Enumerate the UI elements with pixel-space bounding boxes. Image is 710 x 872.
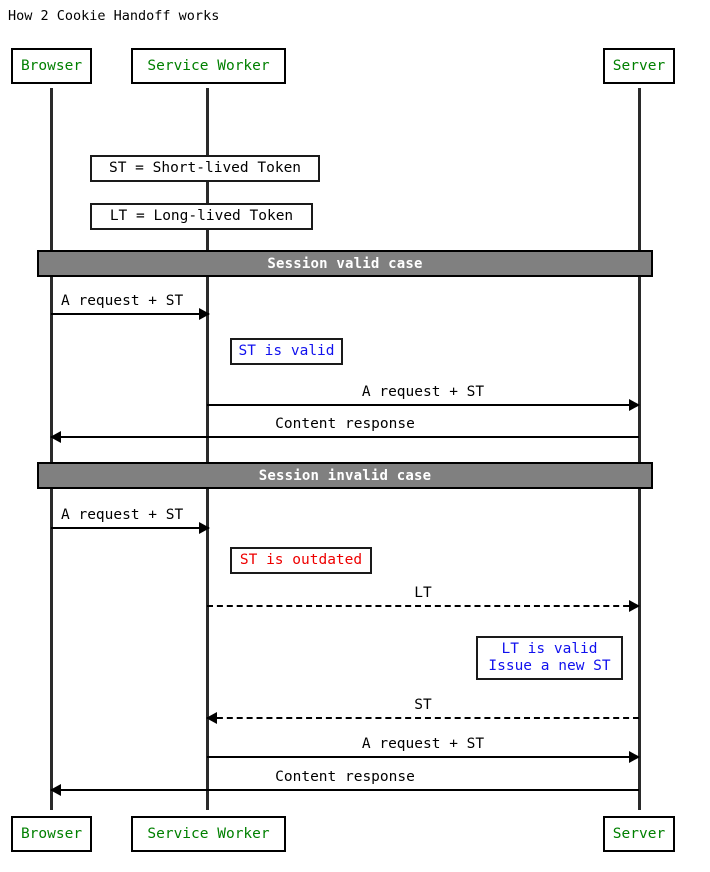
note-line: ST is valid — [238, 342, 335, 359]
arrowhead-left-icon — [50, 431, 61, 443]
section-divider-label: Session valid case — [267, 255, 423, 272]
message-line — [207, 404, 639, 406]
message-label: A request + ST — [61, 293, 184, 309]
message-line — [207, 717, 639, 719]
message-line — [51, 436, 639, 438]
message-line — [51, 313, 209, 315]
participant-service-worker-top[interactable]: Service Worker — [131, 48, 286, 84]
note-line: ST is outdated — [239, 551, 363, 568]
message-label: A request + ST — [361, 384, 485, 400]
note-line: ST = Short-lived Token — [108, 159, 302, 176]
message-label: Content response — [275, 416, 415, 432]
note-line-1: LT is valid — [501, 640, 598, 657]
participant-label: Server — [612, 826, 666, 842]
note-line: LT = Long-lived Token — [109, 207, 294, 224]
note-st-definition: ST = Short-lived Token — [90, 155, 320, 182]
lifeline-service-worker — [206, 88, 209, 810]
message-label: LT — [414, 585, 432, 601]
participant-browser-bottom[interactable]: Browser — [11, 816, 92, 852]
arrowhead-right-icon — [629, 600, 640, 612]
note-st-is-valid: ST is valid — [230, 338, 343, 365]
participant-label: Service Worker — [147, 826, 270, 842]
participant-label: Service Worker — [147, 58, 270, 74]
participant-label: Server — [612, 58, 666, 74]
note-lt-definition: LT = Long-lived Token — [90, 203, 313, 230]
participant-label: Browser — [20, 58, 83, 74]
page-title: How 2 Cookie Handoff works — [8, 8, 220, 24]
arrowhead-right-icon — [629, 751, 640, 763]
section-divider-session-invalid: Session invalid case — [37, 462, 653, 489]
message-label: Content response — [275, 769, 415, 785]
note-st-is-outdated: ST is outdated — [230, 547, 372, 574]
message-label: A request + ST — [61, 507, 184, 523]
note-lt-is-valid-issue-new-st: LT is valid Issue a new ST — [476, 636, 623, 680]
section-divider-label: Session invalid case — [258, 467, 432, 484]
message-label: ST — [414, 697, 432, 713]
section-divider-session-valid: Session valid case — [37, 250, 653, 277]
message-line — [51, 527, 209, 529]
participant-server-bottom[interactable]: Server — [603, 816, 675, 852]
arrowhead-right-icon — [629, 399, 640, 411]
message-line — [51, 789, 639, 791]
participant-browser-top[interactable]: Browser — [11, 48, 92, 84]
message-line — [207, 605, 639, 607]
message-line — [207, 756, 639, 758]
arrowhead-left-icon — [50, 784, 61, 796]
participant-service-worker-bottom[interactable]: Service Worker — [131, 816, 286, 852]
arrowhead-right-icon — [199, 522, 210, 534]
arrowhead-right-icon — [199, 308, 210, 320]
arrowhead-left-icon — [206, 712, 217, 724]
message-label: A request + ST — [361, 736, 485, 752]
participant-label: Browser — [20, 826, 83, 842]
note-line-2: Issue a new ST — [488, 657, 611, 674]
lifeline-server — [638, 88, 641, 810]
lifeline-browser — [50, 88, 53, 810]
participant-server-top[interactable]: Server — [603, 48, 675, 84]
